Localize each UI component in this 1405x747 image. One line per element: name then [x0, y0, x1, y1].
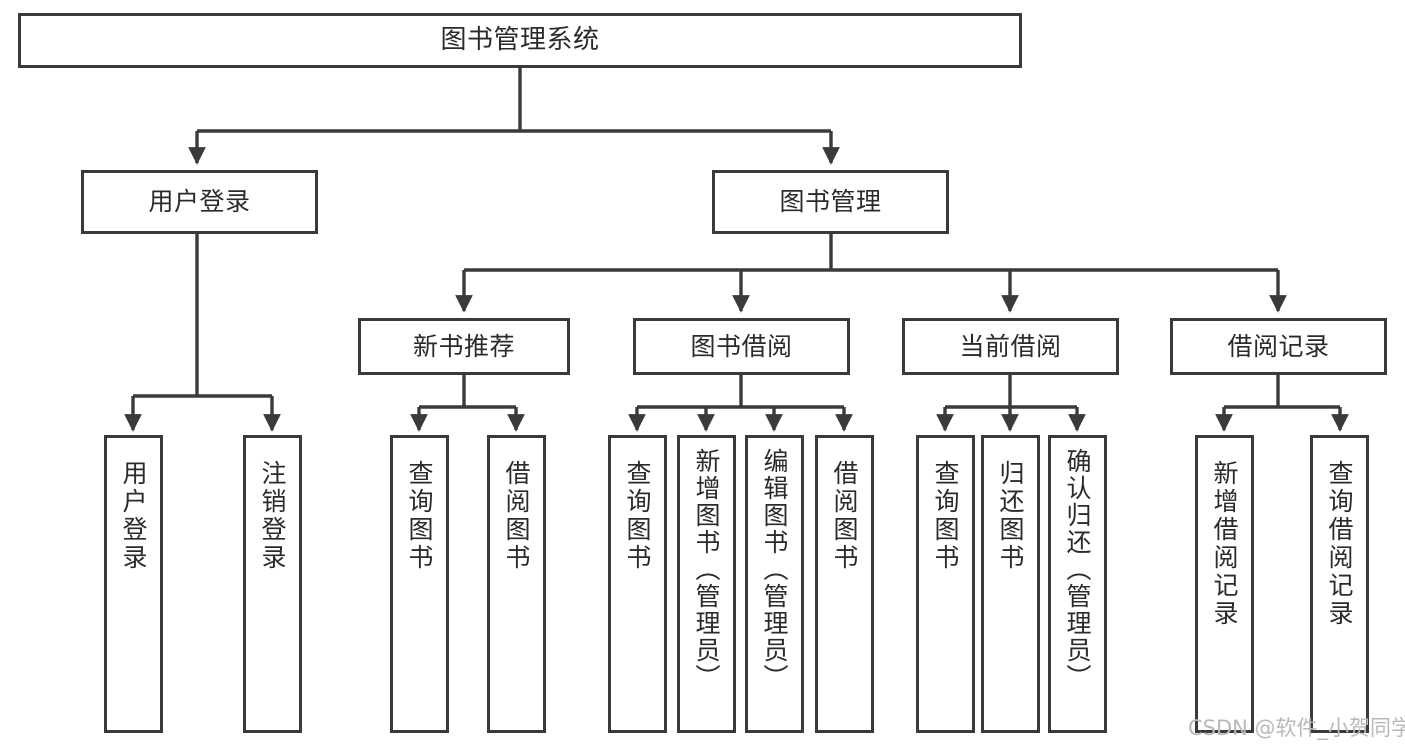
node-root-system[interactable]: 图书管理系统: [18, 13, 1022, 68]
node-label: 编辑图书（管理员）: [760, 448, 789, 691]
csdn-watermark: CSDN @软件_小贺同学: [1188, 716, 1405, 740]
node-label: 查询借阅记录: [1325, 460, 1354, 628]
node-label: 图书管理: [779, 187, 882, 217]
leaf-current-confirm-return-admin[interactable]: 确认归还（管理员）: [1048, 435, 1107, 733]
leaf-borrow-borrow-book[interactable]: 借阅图书: [815, 435, 874, 733]
node-label: 用户登录: [119, 460, 148, 572]
node-label: 当前借阅: [959, 331, 1062, 361]
node-label: 查询图书: [931, 460, 960, 572]
node-label: 借阅记录: [1227, 331, 1330, 361]
leaf-record-add-record[interactable]: 新增借阅记录: [1195, 435, 1254, 733]
node-label: 确认归还（管理员）: [1063, 448, 1092, 691]
node-label: 新增借阅记录: [1210, 460, 1239, 628]
node-label: 新书推荐: [412, 331, 515, 361]
node-label: 新增图书（管理员）: [692, 448, 721, 691]
node-book-borrow[interactable]: 图书借阅: [633, 318, 850, 375]
node-label: 借阅图书: [502, 460, 531, 572]
node-label: 用户登录: [148, 187, 251, 217]
leaf-current-return-book[interactable]: 归还图书: [981, 435, 1040, 733]
leaf-user-login-logout[interactable]: 注销登录: [243, 435, 302, 733]
leaf-user-login-login[interactable]: 用户登录: [104, 435, 163, 733]
node-user-login[interactable]: 用户登录: [81, 170, 318, 234]
node-book-management[interactable]: 图书管理: [712, 170, 949, 234]
leaf-record-query-record[interactable]: 查询借阅记录: [1310, 435, 1369, 733]
node-borrow-record[interactable]: 借阅记录: [1170, 318, 1387, 375]
node-label: 查询图书: [405, 460, 434, 572]
leaf-recommend-query-book[interactable]: 查询图书: [390, 435, 449, 733]
leaf-borrow-edit-book-admin[interactable]: 编辑图书（管理员）: [745, 435, 804, 733]
leaf-borrow-query-book[interactable]: 查询图书: [608, 435, 667, 733]
node-label: 图书管理系统: [440, 25, 600, 56]
leaf-recommend-borrow-book[interactable]: 借阅图书: [487, 435, 546, 733]
node-label: 图书借阅: [690, 331, 793, 361]
leaf-current-query-book[interactable]: 查询图书: [916, 435, 975, 733]
node-new-book-recommend[interactable]: 新书推荐: [358, 318, 570, 375]
leaf-borrow-add-book-admin[interactable]: 新增图书（管理员）: [677, 435, 736, 733]
node-label: 查询图书: [623, 460, 652, 572]
node-label: 借阅图书: [830, 460, 859, 572]
node-label: 注销登录: [258, 460, 287, 572]
node-current-borrow[interactable]: 当前借阅: [902, 318, 1119, 375]
node-label: 归还图书: [996, 460, 1025, 572]
